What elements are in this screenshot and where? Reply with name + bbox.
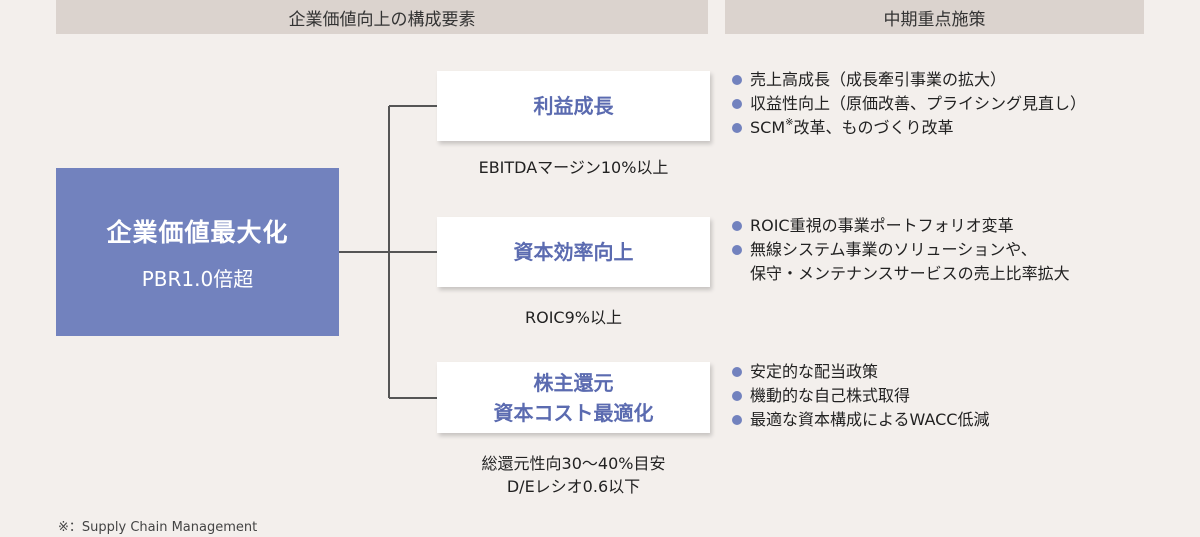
measure-text: 安定的な配当政策	[750, 362, 879, 381]
bullet-icon	[732, 391, 742, 401]
pillar-capital-efficiency: 資本効率向上	[437, 217, 710, 287]
pillar-title-line-1: 株主還元	[533, 370, 614, 395]
measure-item: SCM※改革、ものづくり改革	[730, 116, 1190, 140]
pillar-shareholder-returns: 株主還元 資本コスト最適化	[437, 362, 710, 433]
measure-text: 収益性向上（原価改善、プライシング見直し）	[750, 94, 1087, 113]
target-line: D/Eレシオ0.6以下	[506, 477, 641, 496]
measure-item: 無線システム事業のソリューションや、 保守・メンテナンスサービスの売上比率拡大	[730, 238, 1190, 286]
bullet-icon	[732, 367, 742, 377]
header-measures-label: 中期重点施策	[883, 9, 986, 30]
pillar-title-line-2: 資本コスト最適化	[493, 400, 654, 425]
footnote: ※：Supply Chain Management	[58, 520, 258, 535]
target-line: 総還元性向30〜40%目安	[481, 454, 666, 473]
main-goal-subtitle: PBR1.0倍超	[141, 266, 254, 291]
target-shareholder-returns: 総還元性向30〜40%目安 D/Eレシオ0.6以下	[437, 452, 710, 498]
bullet-icon	[732, 245, 742, 255]
main-goal-box: 企業価値最大化 PBR1.0倍超	[56, 168, 339, 336]
measure-text: 機動的な自己株式取得	[750, 386, 911, 405]
measure-item: 収益性向上（原価改善、プライシング見直し）	[730, 92, 1190, 116]
target-profit-growth: EBITDAマージン10%以上	[437, 156, 710, 179]
target-capital-efficiency: ROIC9%以上	[437, 306, 710, 329]
bullet-icon	[732, 415, 742, 425]
header-components-label: 企業価値向上の構成要素	[288, 9, 476, 30]
bullet-icon	[732, 99, 742, 109]
measure-item: ROIC重視の事業ポートフォリオ変革	[730, 214, 1190, 238]
measure-item: 売上高成長（成長牽引事業の拡大）	[730, 68, 1190, 92]
header-components: 企業価値向上の構成要素	[56, 0, 708, 34]
measures-shareholder-returns: 安定的な配当政策 機動的な自己株式取得 最適な資本構成によるWACC低減	[730, 360, 1190, 432]
measure-item: 安定的な配当政策	[730, 360, 1190, 384]
target-line: EBITDAマージン10%以上	[478, 158, 669, 177]
measure-item: 最適な資本構成によるWACC低減	[730, 408, 1190, 432]
bullet-icon	[732, 123, 742, 133]
pillar-title: 資本効率向上	[513, 240, 634, 264]
pillar-profit-growth: 利益成長	[437, 71, 710, 141]
measure-text-prefix: SCM	[750, 118, 786, 137]
measure-item: 機動的な自己株式取得	[730, 384, 1190, 408]
measures-capital-efficiency: ROIC重視の事業ポートフォリオ変革 無線システム事業のソリューションや、 保守…	[730, 214, 1190, 286]
measure-text: ROIC重視の事業ポートフォリオ変革	[750, 216, 1014, 235]
footnote-marker: ※	[785, 117, 794, 128]
bullet-icon	[732, 75, 742, 85]
measure-text: 最適な資本構成によるWACC低減	[750, 410, 990, 429]
main-goal-title: 企業価値最大化	[106, 217, 289, 247]
pillar-title: 利益成長	[533, 94, 614, 118]
measure-text-line: 無線システム事業のソリューションや、	[750, 240, 1037, 259]
target-line: ROIC9%以上	[525, 308, 622, 327]
measures-profit-growth: 売上高成長（成長牽引事業の拡大） 収益性向上（原価改善、プライシング見直し） S…	[730, 68, 1190, 140]
measure-text-line: 保守・メンテナンスサービスの売上比率拡大	[750, 264, 1070, 283]
measure-text-suffix: 改革、ものづくり改革	[793, 118, 954, 137]
bullet-icon	[732, 221, 742, 231]
measure-text: 売上高成長（成長牽引事業の拡大）	[750, 70, 1007, 89]
header-measures: 中期重点施策	[725, 0, 1144, 34]
